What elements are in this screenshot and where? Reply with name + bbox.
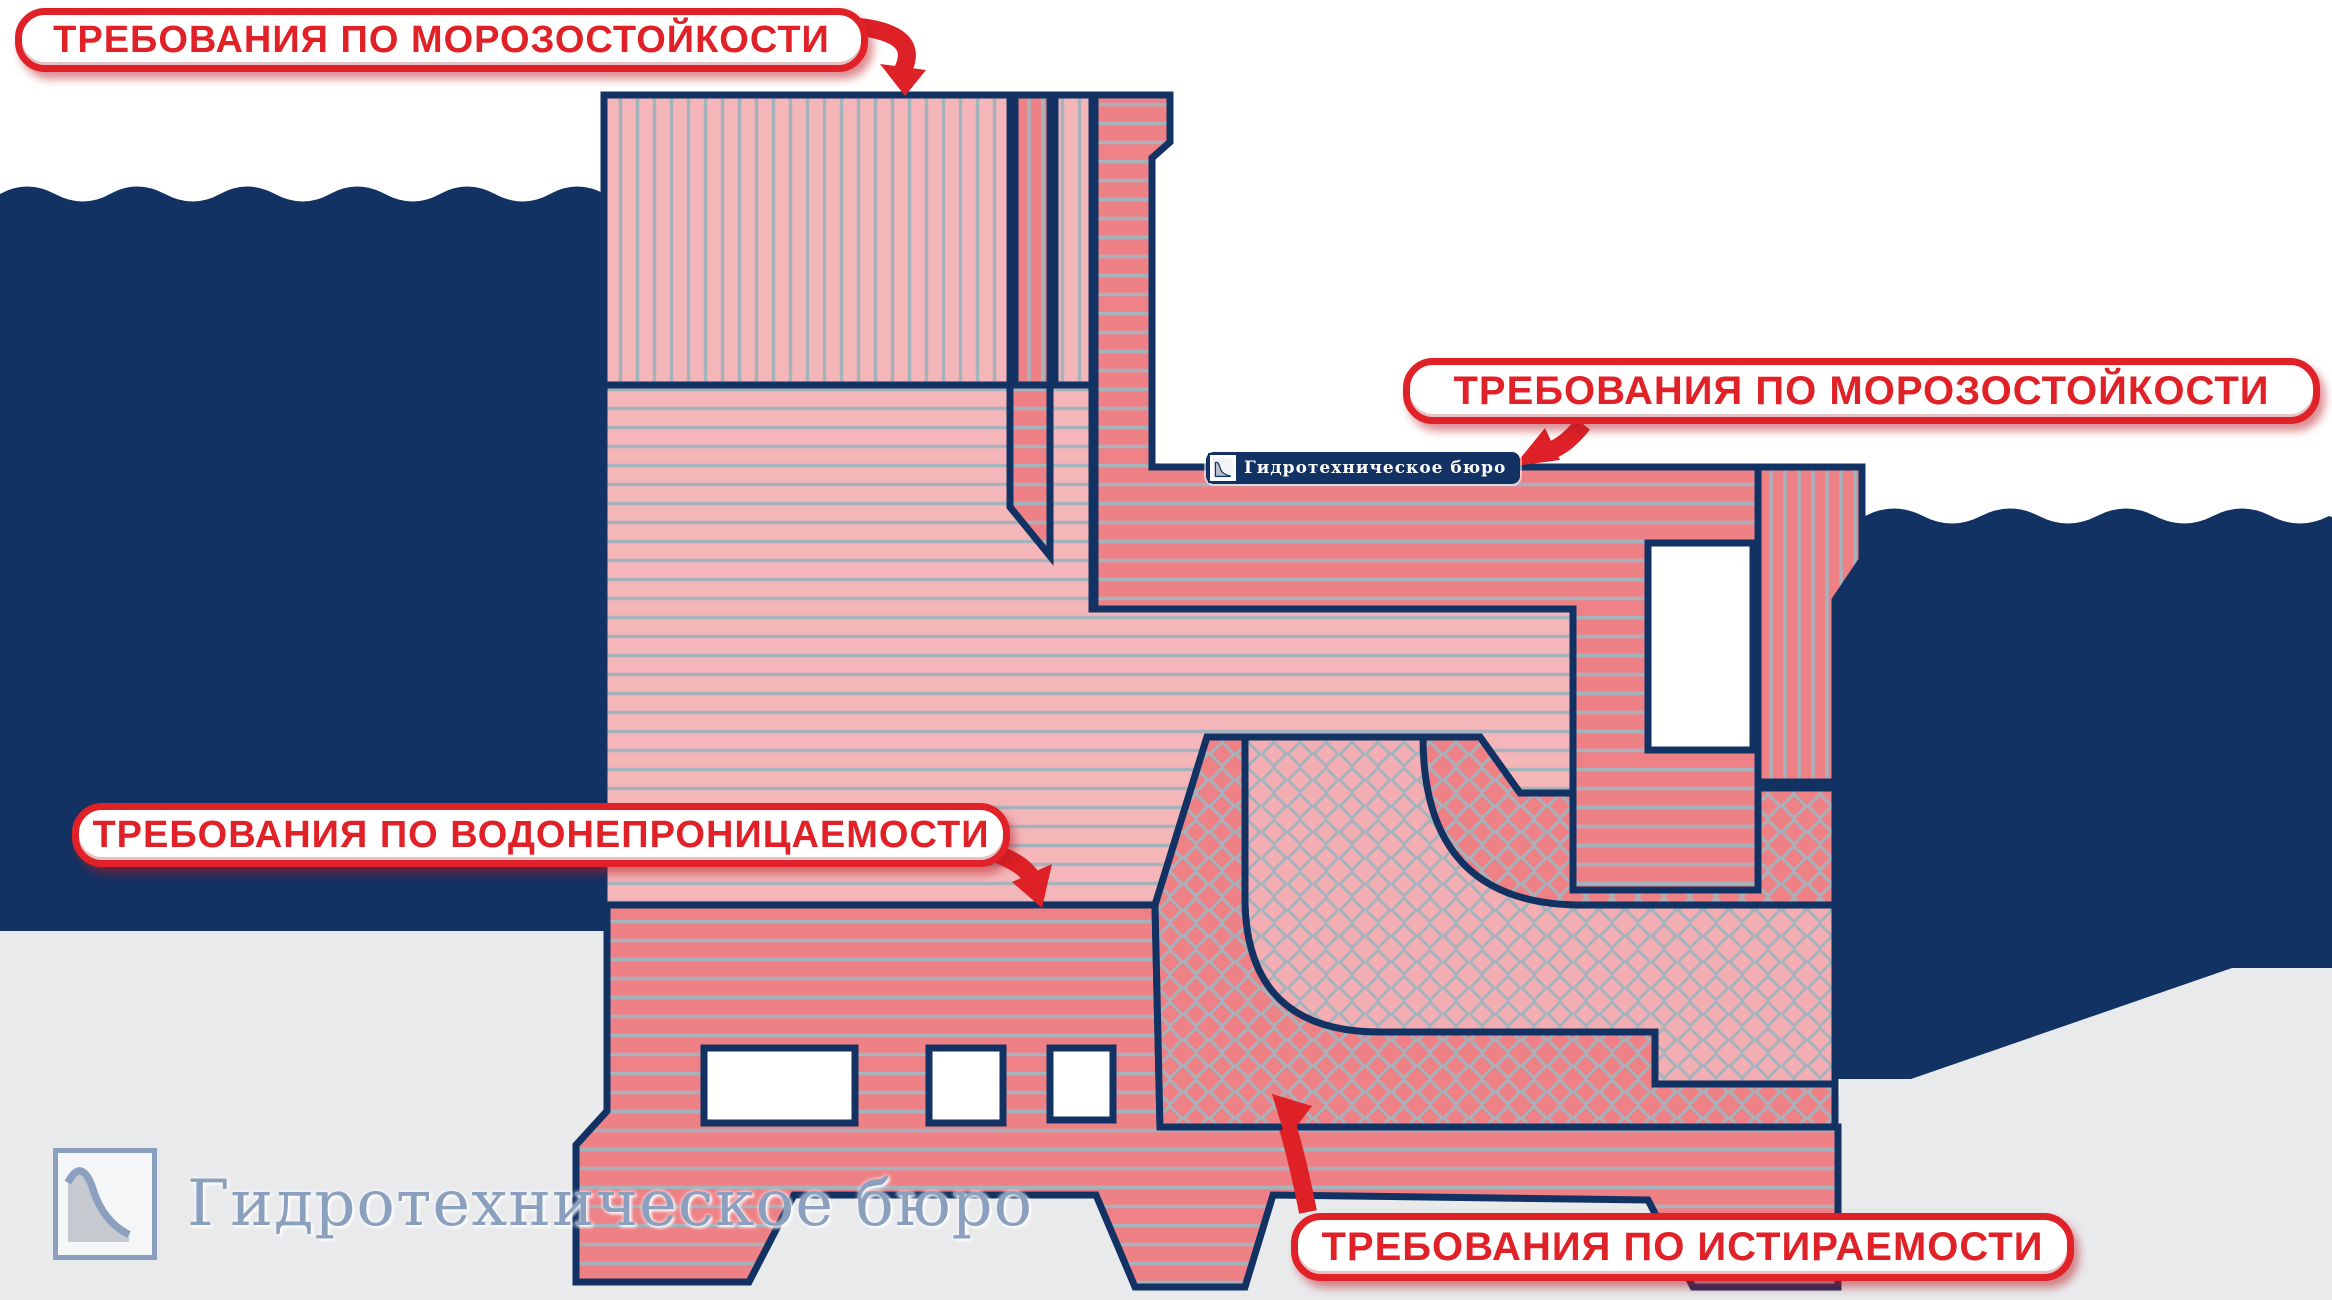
- wing-opening: [1644, 539, 1757, 754]
- footer-logo: Гидротехническое бюро: [53, 1148, 1033, 1260]
- tower-strip-dark: [1011, 91, 1054, 389]
- callout-frost-top: ТРЕБОВАНИЯ ПО МОРОЗОСТОЙКОСТИ: [15, 8, 868, 72]
- arrow-waterproof-head: [1012, 864, 1052, 908]
- watermark-text: Гидротехническое бюро: [1244, 458, 1507, 478]
- gate-slot-wedge: [1006, 381, 1054, 566]
- zone-abrasion-light-bucket: [1241, 733, 1839, 1088]
- arrow-frost-top-head: [880, 64, 926, 96]
- zone-frost-right-column: [1754, 463, 1866, 786]
- arrow-frost-right-head: [1514, 428, 1560, 466]
- downstream-water: [1838, 508, 2332, 1079]
- zone-frost-tower: [600, 91, 1014, 389]
- logo-text: Гидротехническое бюро: [187, 1167, 1034, 1241]
- tower-strip-light: [1051, 91, 1096, 389]
- watermark-curve-icon: [1208, 453, 1238, 483]
- gallery-opening-2: [925, 1044, 1007, 1127]
- upstream-water: [0, 186, 605, 931]
- callout-abrasion: ТРЕБОВАНИЯ ПО ИСТИРАЕМОСТИ: [1291, 1213, 2074, 1281]
- callout-waterproof: ТРЕБОВАНИЯ ПО ВОДОНЕПРОНИЦАЕМОСТИ: [72, 803, 1010, 867]
- callout-frost-right: ТРЕБОВАНИЯ ПО МОРОЗОСТОЙКОСТИ: [1403, 358, 2320, 424]
- arrow-abrasion-head: [1272, 1094, 1312, 1140]
- watermark-badge: Гидротехническое бюро: [1206, 452, 1521, 484]
- gallery-opening-1: [700, 1044, 859, 1127]
- logo-curve-icon: [53, 1148, 157, 1260]
- gallery-opening-3: [1046, 1044, 1117, 1124]
